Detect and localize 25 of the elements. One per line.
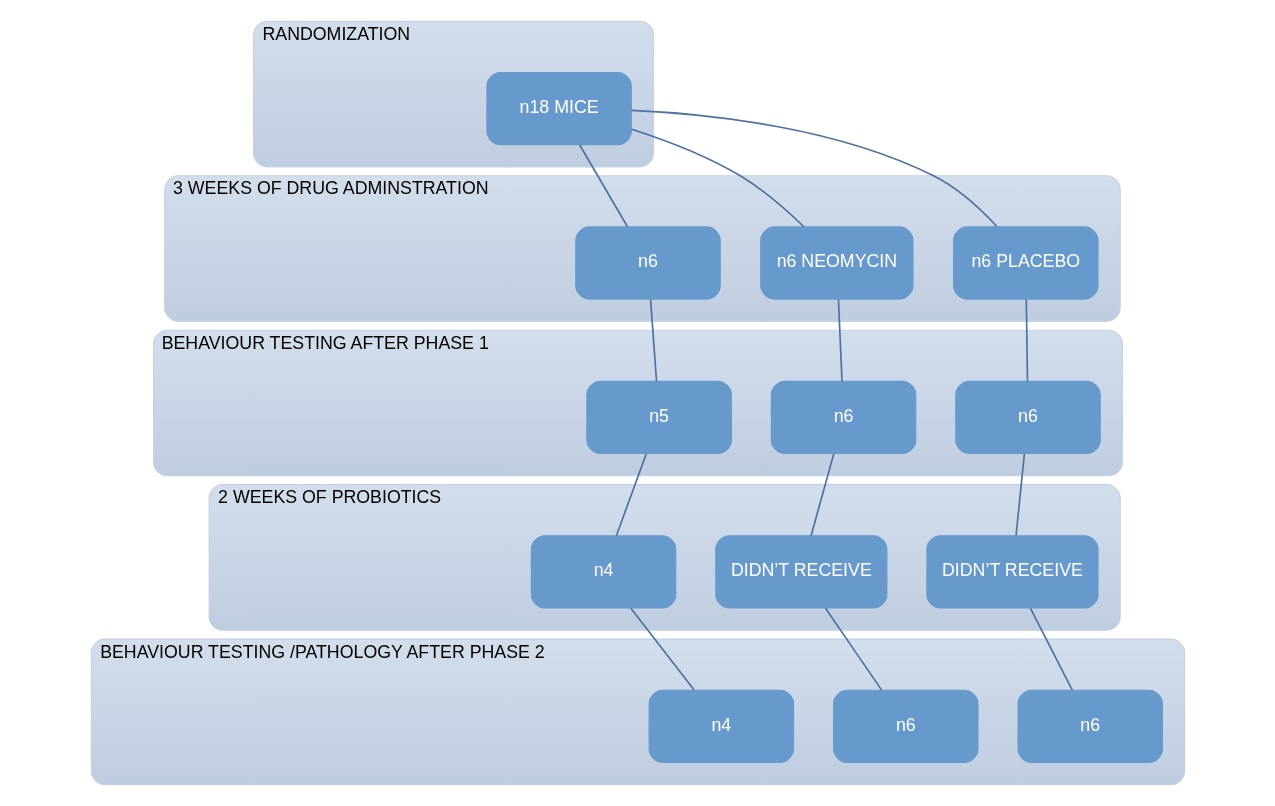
node-box: n6: [574, 226, 721, 300]
connector: [615, 453, 647, 537]
connector: [630, 109, 998, 228]
node-box: n18 MICE: [485, 71, 632, 146]
node-box: DIDN’T RECEIVE: [714, 535, 887, 609]
connector: [824, 607, 883, 691]
node-box: n6: [954, 380, 1101, 455]
connector: [630, 128, 804, 228]
node-box: n6: [1016, 689, 1163, 763]
node-box: n6 NEOMYCIN: [759, 226, 914, 300]
connector: [1024, 298, 1028, 383]
connector: [629, 607, 695, 691]
connector: [578, 144, 628, 228]
node-box: n4: [648, 689, 794, 763]
connector: [649, 298, 657, 383]
node-box: n6: [832, 689, 979, 763]
connector: [1029, 607, 1073, 691]
connector: [809, 453, 835, 537]
node-box: n6 PLACEBO: [952, 226, 1099, 300]
node-box: DIDN’T RECEIVE: [925, 535, 1099, 609]
node-box: n4: [530, 535, 676, 609]
connector: [837, 298, 843, 383]
connector: [1014, 453, 1025, 537]
node-box: n5: [585, 380, 732, 455]
node-box: n6: [770, 380, 916, 455]
